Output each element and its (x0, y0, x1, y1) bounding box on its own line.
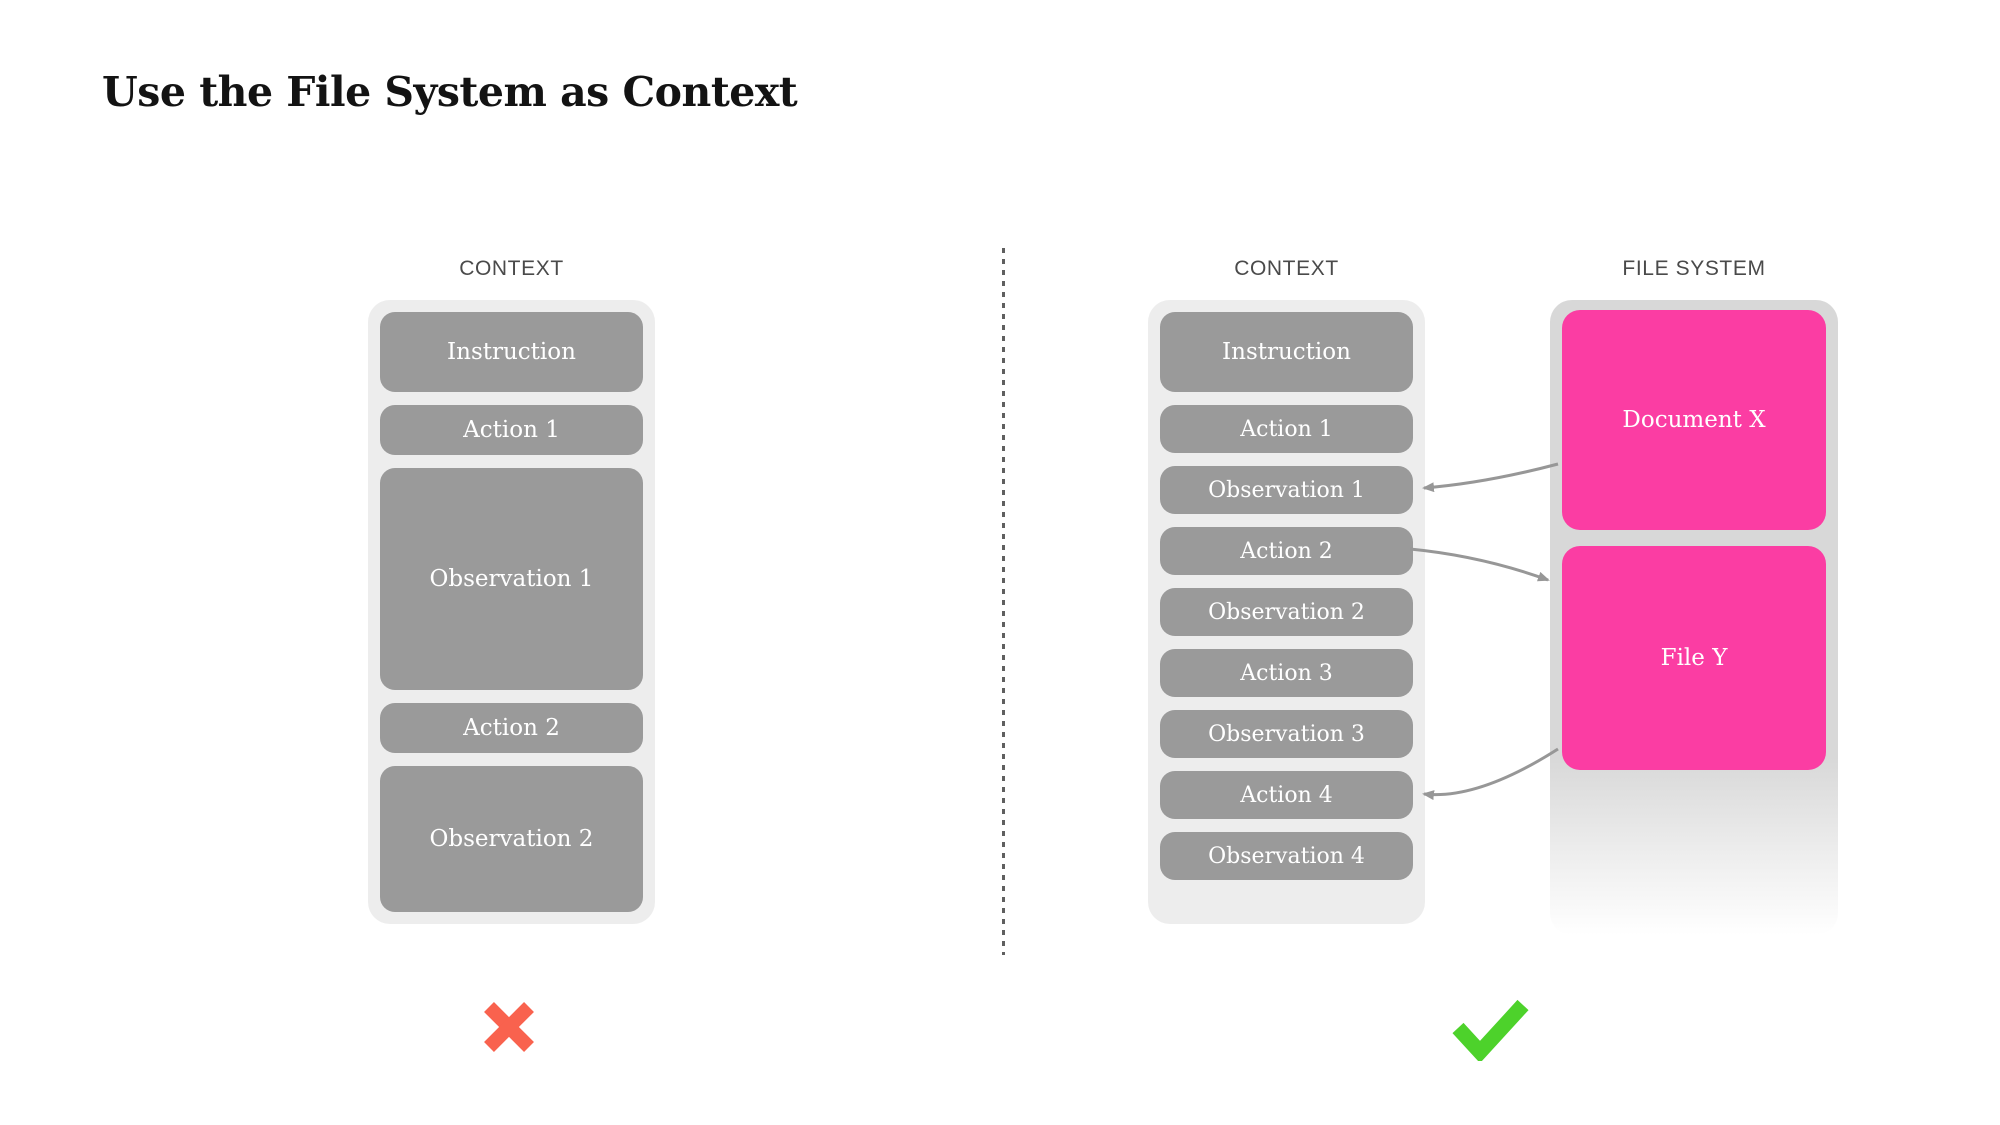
left-box-observation-2: Observation 2 (380, 766, 643, 912)
right-box-observation-3: Observation 3 (1160, 710, 1413, 758)
cross-icon (484, 1002, 534, 1052)
arrow-file-y-to-action-4 (1422, 747, 1559, 801)
vertical-dashed-divider (1002, 248, 1005, 955)
left-box-action-2: Action 2 (380, 703, 643, 753)
arrow-document-x-to-observation-1 (1422, 462, 1559, 493)
right-box-instruction: Instruction (1160, 312, 1413, 392)
right-box-observation-1: Observation 1 (1160, 466, 1413, 514)
file-box-document-x: Document X (1562, 310, 1826, 530)
file-system-label: FILE SYSTEM (1622, 257, 1766, 280)
right-box-action-1: Action 1 (1160, 405, 1413, 453)
left-box-instruction: Instruction (380, 312, 643, 392)
left-context-container: Instruction Action 1 Observation 1 Actio… (368, 300, 655, 924)
left-context-label: CONTEXT (459, 257, 564, 280)
check-icon (1452, 999, 1529, 1061)
right-box-observation-2: Observation 2 (1160, 588, 1413, 636)
file-system-container: Document X File Y (1550, 300, 1838, 935)
right-box-action-3: Action 3 (1160, 649, 1413, 697)
right-box-action-2: Action 2 (1160, 527, 1413, 575)
right-box-observation-4: Observation 4 (1160, 832, 1413, 880)
file-box-file-y: File Y (1562, 546, 1826, 770)
left-box-action-1: Action 1 (380, 405, 643, 455)
right-context-container: Instruction Action 1 Observation 1 Actio… (1148, 300, 1425, 924)
right-box-action-4: Action 4 (1160, 771, 1413, 819)
page-title: Use the File System as Context (102, 68, 798, 116)
left-box-observation-1: Observation 1 (380, 468, 643, 690)
right-context-label: CONTEXT (1234, 257, 1339, 280)
arrow-action-2-to-file-y (1409, 547, 1550, 582)
